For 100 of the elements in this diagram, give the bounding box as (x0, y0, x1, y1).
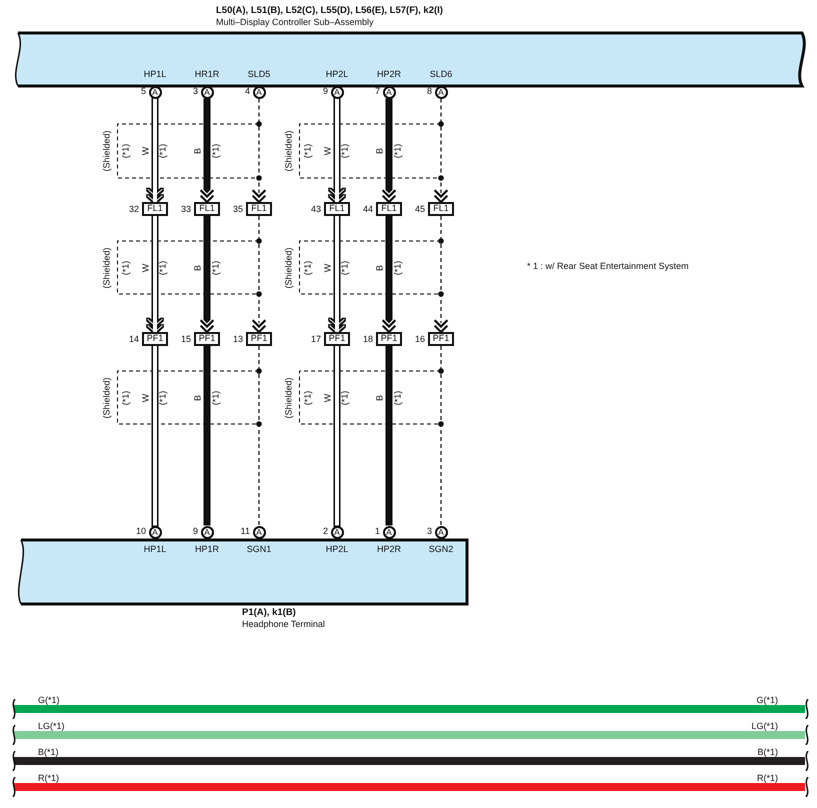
option-mark: (*1) (340, 144, 350, 158)
wire-label: G(*1) (38, 696, 60, 705)
wire (440, 346, 442, 526)
terminal-name: HP2L (324, 70, 350, 79)
option-mark: (*1) (212, 390, 220, 405)
terminal-name: SLD6 (428, 70, 454, 79)
terminal-name: HR1R (194, 70, 220, 79)
pin-circle: A (434, 526, 448, 538)
pin-number: 4 (244, 87, 250, 96)
connector-pin-number: 32 (128, 205, 139, 214)
shield-label: (Shielded) (284, 130, 294, 172)
wire-label: B(*1) (756, 748, 778, 757)
option-mark: (*1) (394, 260, 402, 275)
wire-label: G(*1) (755, 696, 778, 705)
option-mark: (*1) (340, 390, 350, 405)
connector-pin-number: 44 (362, 205, 373, 214)
connector-box: FL1 (428, 202, 454, 216)
component-code: L50(A), L51(B), L52(C), L55(D), L56(E), L57(F), k2(I) (216, 6, 443, 16)
connector-pin-number: 45 (414, 205, 425, 214)
component-code: P1(A), k1(B) (242, 608, 296, 618)
wire-label: R(*1) (38, 774, 60, 783)
wire (432, 98, 450, 204)
wire (198, 216, 216, 334)
pin-number: 2 (322, 527, 328, 536)
wire (380, 98, 398, 204)
connector-box: FL1 (324, 202, 350, 216)
option-mark: (*1) (212, 144, 220, 158)
connector-pin-number: 33 (180, 205, 191, 214)
wire-color-label: W (324, 263, 332, 272)
wire (250, 98, 268, 204)
option-mark: (*1) (122, 260, 130, 275)
wire (204, 346, 210, 526)
wire-color-label: B (194, 148, 202, 154)
wire (250, 216, 268, 334)
terminal-name: HP2R (376, 545, 402, 554)
option-mark: (*1) (304, 260, 312, 275)
connector-box: PF1 (324, 332, 350, 346)
connector-box: FL1 (246, 202, 272, 216)
option-mark: (*1) (394, 390, 402, 405)
pin-circle: A (200, 526, 214, 538)
wire-color-label: B (376, 264, 384, 270)
connector-pin-number: 14 (128, 335, 139, 344)
shield-label: (Shielded) (102, 376, 112, 418)
connector-pin-number: 16 (414, 335, 425, 344)
shield-label: (Shielded) (284, 246, 294, 288)
terminal-name: HP1R (194, 545, 220, 554)
shield-label: (Shielded) (284, 376, 294, 418)
shield-label: (Shielded) (102, 246, 112, 288)
terminal-name: HP2R (376, 70, 402, 79)
component-name: Headphone Terminal (242, 620, 325, 629)
option-mark: (*1) (304, 390, 312, 405)
connector-pin-number: 17 (310, 335, 321, 344)
option-mark: (*1) (158, 390, 168, 405)
terminal-name: SGN1 (246, 545, 272, 554)
option-mark: (*1) (158, 260, 168, 275)
connector-box: FL1 (142, 202, 168, 216)
wire-color-label: B (376, 148, 384, 154)
wire-color-label: W (142, 146, 150, 156)
option-mark: (*1) (394, 144, 402, 158)
pin-circle: A (148, 526, 162, 538)
pin-number: 9 (192, 527, 198, 536)
wire-label: R(*1) (756, 774, 778, 783)
shield-label: (Shielded) (102, 130, 112, 172)
pin-number: 5 (140, 87, 146, 96)
connector-box: PF1 (246, 332, 272, 346)
wire-color-label: W (324, 393, 332, 402)
connector-box: PF1 (194, 332, 220, 346)
option-mark: (*1) (158, 144, 168, 158)
pin-circle: A (382, 526, 396, 538)
option-mark: (*1) (212, 260, 220, 275)
pin-circle: A (330, 526, 344, 538)
connector-pin-number: 15 (180, 335, 191, 344)
pin-number: 11 (240, 527, 250, 536)
option-mark: (*1) (340, 260, 350, 275)
terminal-name: SGN2 (428, 545, 454, 554)
connector-box: PF1 (376, 332, 402, 346)
terminal-name: HP1L (142, 545, 168, 554)
connector-box: PF1 (142, 332, 168, 346)
connector-pin-number: 35 (232, 205, 243, 214)
pin-number: 3 (192, 87, 198, 96)
wire-color-label: W (142, 263, 150, 272)
terminal-name: HP2L (324, 545, 350, 554)
connector-pin-number: 13 (232, 335, 243, 344)
wire (258, 346, 260, 526)
connector-pin-number: 18 (362, 335, 373, 344)
wire (386, 346, 392, 526)
footnote: * 1 : w/ Rear Seat Entertainment System (527, 262, 689, 271)
wire (432, 216, 450, 334)
terminal-name: SLD5 (246, 70, 272, 79)
connector-box: PF1 (428, 332, 454, 346)
wire (198, 98, 216, 204)
option-mark: (*1) (304, 144, 312, 158)
wire-color-label: B (376, 394, 384, 400)
component-name: Multi–Display Controller Sub–Assembly (216, 18, 374, 27)
wire-color-label: W (142, 393, 150, 402)
pin-number: 3 (426, 527, 432, 536)
wire-color-label: W (324, 146, 332, 156)
connector-box: FL1 (376, 202, 402, 216)
wire-label: B(*1) (38, 748, 59, 757)
option-mark: (*1) (122, 144, 130, 158)
